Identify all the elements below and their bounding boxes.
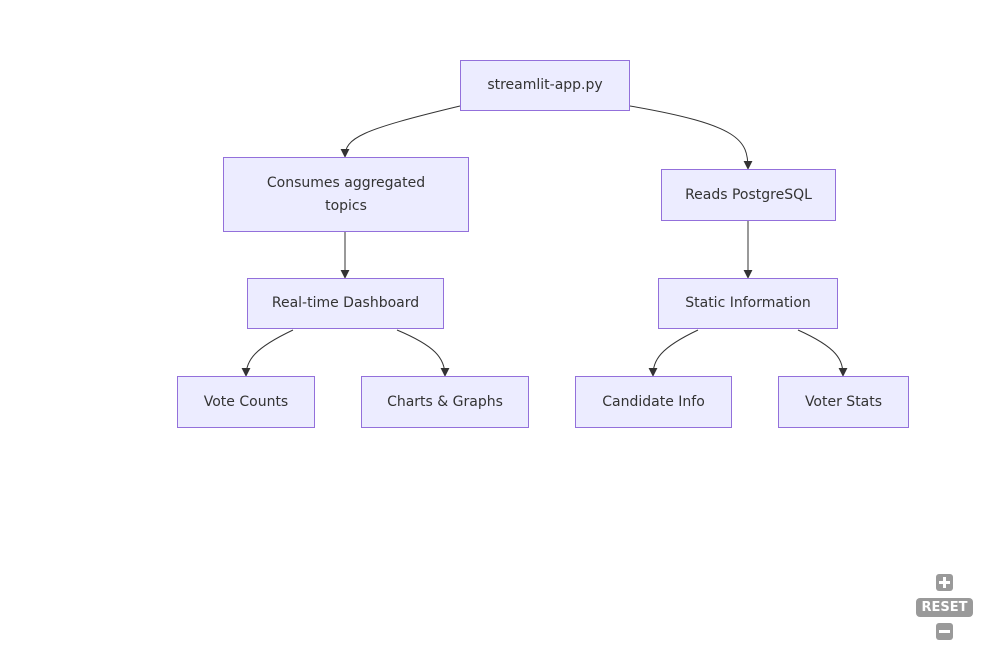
- edge-app-to-reads: [629, 105, 753, 170]
- node-label-vote-counts: Vote Counts: [203, 393, 289, 410]
- zoom-controls: RESET: [916, 574, 974, 642]
- node-candidate-info[interactable]: Candidate Info: [575, 376, 732, 428]
- reset-button[interactable]: RESET: [916, 598, 973, 617]
- edge-static-to-candidate: [648, 329, 699, 377]
- edge-app-to-consume: [340, 105, 461, 158]
- node-consumes-aggregated-topics[interactable]: Consumes aggregated topics: [223, 157, 469, 232]
- edge-dashboard-to-charts: [396, 329, 450, 377]
- node-reads-postgresql[interactable]: Reads PostgreSQL: [661, 169, 836, 221]
- zoom-out-button[interactable]: [936, 623, 953, 640]
- node-label-charts-graphs: Charts & Graphs: [387, 393, 503, 410]
- node-vote-counts[interactable]: Vote Counts: [177, 376, 315, 428]
- node-label-reads-postgresql: Reads PostgreSQL: [685, 186, 812, 203]
- node-static-information[interactable]: Static Information: [658, 278, 838, 329]
- node-voter-stats[interactable]: Voter Stats: [778, 376, 909, 428]
- node-label-voter-stats: Voter Stats: [804, 393, 883, 410]
- node-label-static-information: Static Information: [685, 295, 811, 311]
- node-streamlit-app[interactable]: streamlit-app.py: [460, 60, 630, 111]
- edge-dashboard-to-votes: [241, 329, 294, 377]
- node-label-streamlit-app: streamlit-app.py: [487, 77, 603, 93]
- node-label-real-time-dashboard: Real-time Dashboard: [271, 295, 420, 311]
- node-label-candidate-info: Candidate Info: [602, 393, 705, 410]
- node-real-time-dashboard[interactable]: Real-time Dashboard: [247, 278, 444, 329]
- edge-static-to-voter: [797, 329, 848, 377]
- node-charts-graphs[interactable]: Charts & Graphs: [361, 376, 529, 428]
- zoom-in-button[interactable]: [936, 574, 953, 591]
- node-label-consumes-aggregated-topics: Consumes aggregated topics: [266, 174, 426, 214]
